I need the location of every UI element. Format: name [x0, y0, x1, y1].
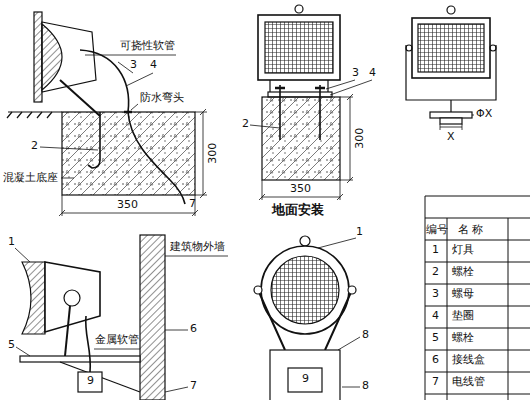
- callout-number: 5: [8, 339, 15, 352]
- table-cell: 6: [432, 354, 439, 367]
- callout-number: 2: [31, 140, 38, 153]
- table-cell: 螺栓: [452, 332, 474, 345]
- part-note: 可挠性软管: [120, 40, 175, 53]
- table-header: 名 称: [458, 223, 483, 235]
- part-note: 建筑物外墙: [170, 241, 225, 254]
- dimension: 350: [290, 183, 311, 196]
- front-view-disc-base: [406, 6, 496, 130]
- part-note: 混凝土底座: [3, 172, 58, 185]
- table-cell: 4: [432, 310, 439, 323]
- dimension: 300: [207, 143, 220, 164]
- table-cell: 螺栓: [452, 266, 474, 279]
- parts-table-grid: [425, 196, 530, 400]
- callout-number: 8: [362, 380, 369, 393]
- side-view-wall: [15, 235, 228, 400]
- callout-number: 2: [242, 118, 249, 131]
- front-view-stand: [254, 236, 360, 400]
- part-note: 金属软管: [95, 334, 139, 347]
- table-cell: 垫圈: [452, 310, 474, 323]
- callout-number: 1: [8, 236, 15, 249]
- callout-number: 6: [190, 323, 197, 336]
- callout-number: 1: [356, 226, 363, 239]
- view-title: 地面安装: [272, 203, 324, 218]
- table-cell: 2: [432, 266, 439, 279]
- dimension: 350: [117, 199, 138, 212]
- callout-number: 8: [362, 329, 369, 342]
- callout-number: 3: [352, 67, 359, 80]
- table-header: 编号: [426, 223, 448, 235]
- dimension: 300: [354, 128, 367, 149]
- part-note: 防水弯头: [140, 92, 184, 105]
- dimension: X: [447, 131, 455, 144]
- dimension: ΦX: [476, 108, 492, 121]
- table-cell: 螺母: [452, 288, 474, 301]
- side-view-ground: [7, 12, 207, 216]
- callout-number: 3: [130, 59, 137, 72]
- table-cell: 电线管: [452, 376, 485, 389]
- callout-number: 9: [86, 375, 95, 388]
- table-cell: 接线盒: [452, 354, 485, 367]
- table-cell: 1: [432, 244, 439, 257]
- table-cell: 7: [432, 376, 439, 389]
- table-cell: 灯具: [452, 244, 474, 257]
- table-cell: 5: [432, 332, 439, 345]
- front-view-ground: [250, 5, 372, 200]
- callout-number: 4: [369, 67, 376, 80]
- callout-number: 7: [190, 380, 197, 393]
- callout-number: 7: [189, 198, 196, 211]
- callout-number: 9: [301, 373, 310, 386]
- table-cell: 3: [432, 288, 439, 301]
- callout-number: 4: [150, 59, 157, 72]
